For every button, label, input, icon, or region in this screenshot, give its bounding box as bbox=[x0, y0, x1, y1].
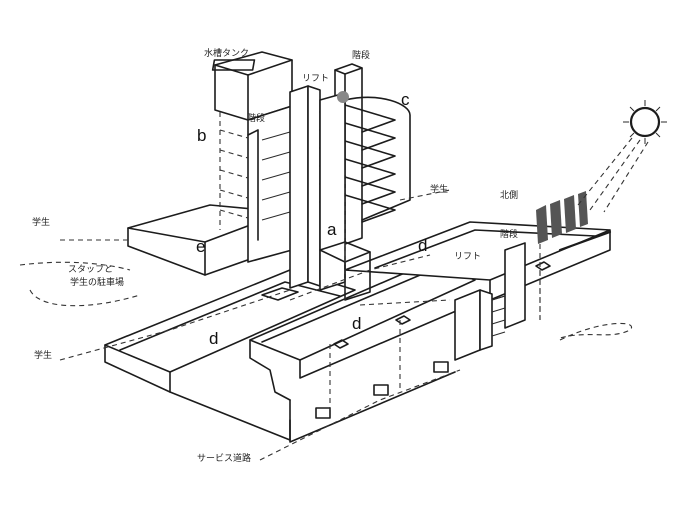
tower-c bbox=[319, 63, 411, 301]
circulation-arrows bbox=[19, 170, 633, 461]
note-student-left: 学生 bbox=[32, 218, 51, 228]
note-stair-right: 階段 bbox=[500, 230, 519, 240]
north-light-fins bbox=[536, 191, 588, 320]
podium-slab bbox=[104, 269, 356, 441]
central-lift bbox=[261, 85, 321, 301]
note-service-road: サービス道路 bbox=[197, 454, 252, 464]
note-staff-parking-2: 学生の駐車場 bbox=[70, 278, 125, 288]
label-c: c bbox=[401, 90, 410, 109]
label-d-right: d bbox=[418, 236, 428, 255]
label-e: e bbox=[196, 237, 206, 256]
label-d-middle: d bbox=[352, 314, 362, 333]
label-d-left: d bbox=[209, 329, 219, 348]
note-north-side: 北側 bbox=[500, 191, 519, 201]
note-lift-right: リフト bbox=[454, 252, 482, 262]
note-staff-parking-1: スタッフと bbox=[68, 265, 114, 275]
label-a: a bbox=[327, 220, 337, 239]
note-student-right: 学生 bbox=[430, 185, 449, 195]
note-stair-left: 階段 bbox=[247, 114, 266, 124]
note-lift-center: リフト bbox=[302, 74, 330, 84]
tower-b bbox=[211, 51, 293, 263]
note-water-tank: 水槽タンク bbox=[204, 49, 250, 59]
note-stair-top: 階段 bbox=[352, 51, 371, 61]
sun bbox=[577, 100, 667, 213]
note-student-bottom: 学生 bbox=[34, 351, 53, 361]
label-b: b bbox=[197, 126, 207, 145]
